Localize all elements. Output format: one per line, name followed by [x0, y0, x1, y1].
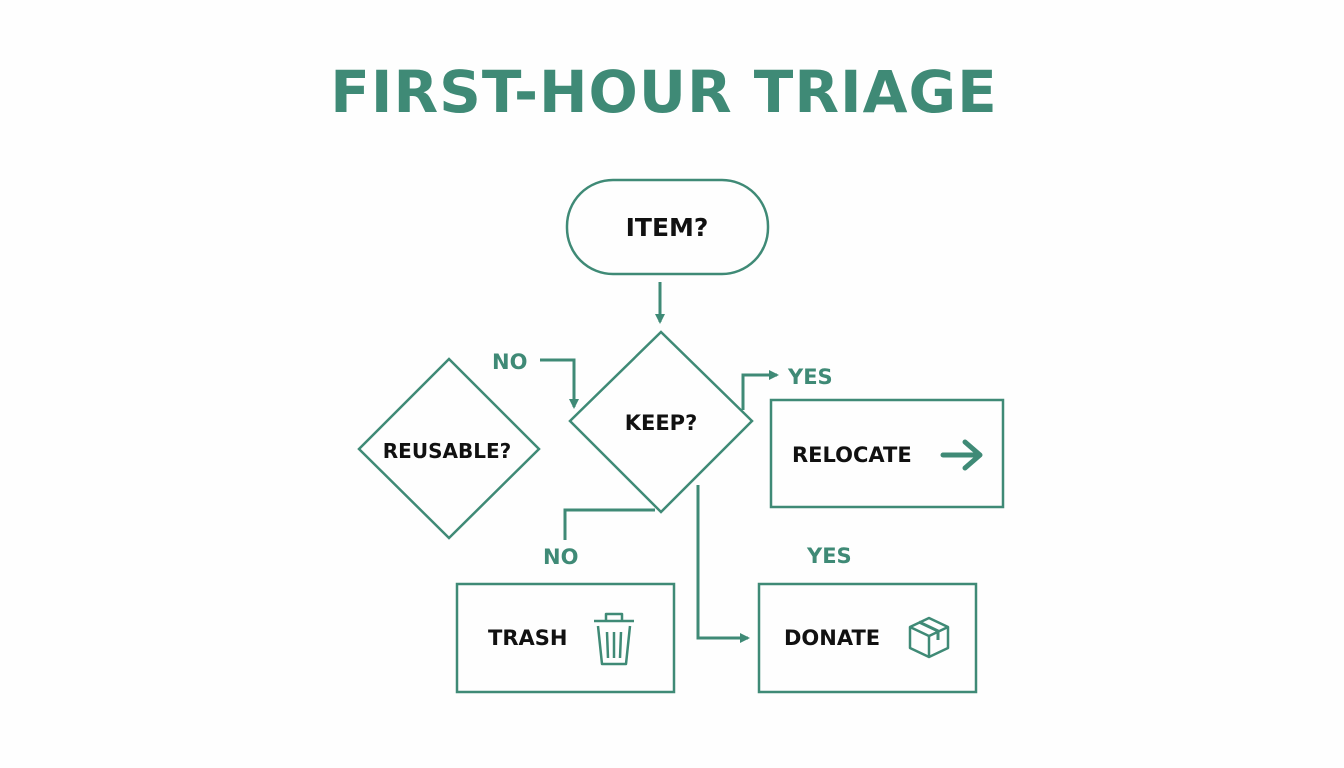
connector-no-to-keep — [540, 358, 579, 409]
branch-label-yes-bottom: YES — [806, 544, 852, 568]
box-icon — [908, 616, 950, 659]
reusable-decision: REUSABLE? — [357, 357, 541, 540]
trash-can-icon — [594, 612, 634, 666]
relocate-label: RELOCATE — [792, 443, 912, 467]
donate-label: DONATE — [784, 626, 880, 650]
arrow-right-icon — [940, 439, 983, 471]
keep-decision: KEEP? — [568, 330, 754, 514]
connector-keep-to-no — [563, 508, 655, 540]
trash-node: TRASH — [455, 582, 676, 694]
reusable-label: REUSABLE? — [383, 439, 511, 463]
item-node: ITEM? — [565, 178, 770, 276]
branch-label-no-bottom: NO — [543, 545, 578, 569]
connector-keep-to-donate — [696, 485, 750, 643]
branch-label-yes-top: YES — [787, 365, 833, 389]
relocate-node: RELOCATE — [769, 398, 1005, 509]
page-title: FIRST-HOUR TRIAGE — [330, 58, 998, 126]
connectors — [540, 282, 779, 643]
donate-node: DONATE — [757, 582, 978, 694]
branch-label-no-top: NO — [492, 350, 527, 374]
connector-keep-to-relocate — [741, 370, 779, 410]
keep-label: KEEP? — [625, 411, 698, 435]
trash-label: TRASH — [488, 626, 567, 650]
item-label: ITEM? — [626, 213, 709, 242]
